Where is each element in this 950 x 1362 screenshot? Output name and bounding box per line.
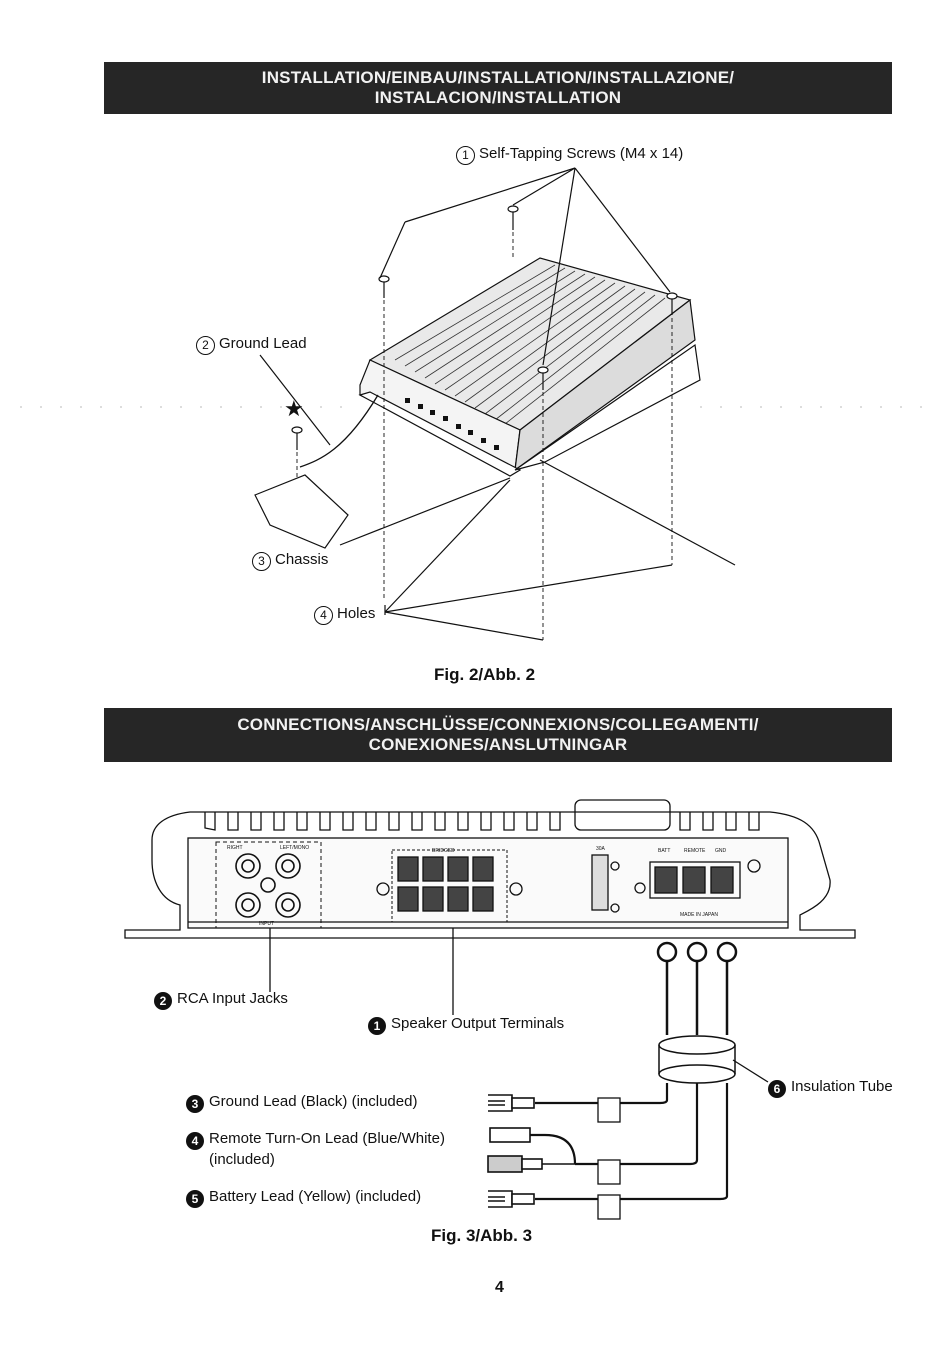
rca-jack-icon: [235, 853, 301, 918]
section-header-installation: INSTALLATION/EINBAU/INSTALLATION/INSTALL…: [104, 62, 892, 114]
panel-gnd-label: GND: [715, 848, 727, 854]
panel-bridged-label: BRIDGED: [432, 848, 455, 854]
num-dot: 3: [186, 1095, 204, 1113]
num-circle: 2: [196, 336, 215, 355]
label-text: (included): [209, 1151, 275, 1168]
panel-fuse-label: 30A: [596, 846, 605, 852]
chassis-plate: [254, 474, 349, 549]
speaker-terminal-icon: [397, 856, 494, 912]
num-dot: 2: [154, 992, 172, 1010]
header-line-2: CONEXIONES/ANSLUTNINGAR: [368, 735, 628, 754]
label-text: Insulation Tube: [791, 1078, 893, 1095]
power-terminal-icon: [654, 866, 734, 894]
label-text: Battery Lead (Yellow) (included): [209, 1188, 422, 1205]
label-speaker-output: 1 Speaker Output Terminals: [368, 1015, 564, 1035]
panel-input-label: INPUT: [259, 921, 274, 927]
label-text: Ground Lead (Black) (included): [209, 1093, 418, 1110]
label-text: Remote Turn-On Lead (Blue/White): [209, 1130, 445, 1147]
label-text: Chassis: [275, 551, 329, 568]
label-text: RCA Input Jacks: [177, 990, 288, 1007]
spade-connector-icon: [487, 1094, 575, 1208]
num-circle: 4: [314, 606, 333, 625]
num-dot: 1: [368, 1017, 386, 1035]
amplifier-side: [514, 298, 696, 472]
header-line-2: INSTALACION/INSTALLATION: [374, 88, 622, 107]
panel-left-label: LEFT/MONO: [280, 845, 310, 851]
label-text: Holes: [337, 605, 376, 622]
header-line-1: INSTALLATION/EINBAU/INSTALLATION/INSTALL…: [261, 68, 735, 87]
header-line-1: CONNECTIONS/ANSCHLÜSSE/CONNEXIONS/COLLEG…: [237, 715, 759, 734]
label-battery-lead: 5 Battery Lead (Yellow) (included): [186, 1188, 421, 1208]
page-number: 4: [495, 1279, 504, 1296]
figure-caption-2: Fig. 2/Abb. 2: [434, 665, 536, 684]
amplifier-outline: [124, 811, 856, 939]
label-ground-lead-black: 3 Ground Lead (Black) (included): [186, 1093, 417, 1113]
label-insulation-tube: 6 Insulation Tube: [768, 1078, 893, 1098]
figure-caption-3: Fig. 3/Abb. 3: [431, 1226, 533, 1245]
installation-diagram: [20, 167, 940, 641]
panel-right-label: RIGHT: [227, 845, 243, 851]
label-text: Ground Lead: [219, 335, 307, 352]
label-text: Speaker Output Terminals: [391, 1015, 565, 1032]
star-icon: ★: [284, 396, 304, 421]
label-remote-lead: 4 Remote Turn-On Lead (Blue/White) (includ…: [186, 1129, 445, 1169]
num-dot: 6: [768, 1080, 786, 1098]
section-header-connections: CONNECTIONS/ANSCHLÜSSE/CONNEXIONS/COLLEG…: [104, 708, 892, 762]
panel-batt-label: BATT: [658, 848, 671, 854]
num-dot: 5: [186, 1190, 204, 1208]
ring-terminal-icon: [656, 941, 738, 1035]
label-rca-input: 2 RCA Input Jacks: [154, 990, 288, 1010]
panel-remote-label: REMOTE: [684, 848, 706, 854]
num-dot: 4: [186, 1132, 204, 1150]
fuse-holder: [591, 854, 609, 911]
num-circle: 1: [456, 146, 475, 165]
panel-made-in-label: MADE IN JAPAN: [680, 912, 718, 918]
insulation-tube: [658, 1035, 736, 1084]
num-circle: 3: [252, 552, 271, 571]
screw-icon: [291, 205, 678, 450]
label-text: Self-Tapping Screws (M4 x 14): [479, 145, 684, 162]
